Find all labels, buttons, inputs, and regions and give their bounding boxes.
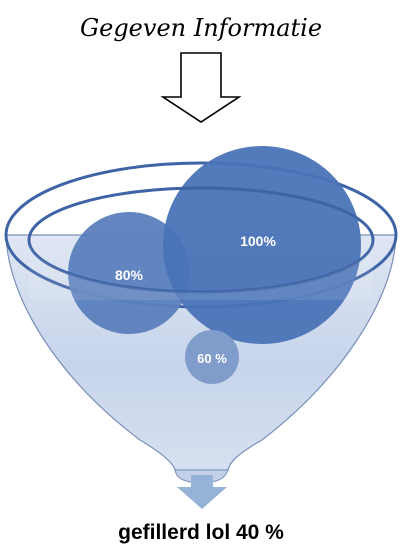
result-text: gefillerd lol 40 %: [118, 521, 284, 544]
bubble-60-label: 60 %: [197, 351, 227, 366]
bubble-80-label: 80%: [115, 267, 144, 283]
bubble-60: [185, 330, 239, 384]
funnel-rim-inner: [27, 186, 375, 294]
bubble-100: [163, 146, 361, 344]
bubble-80: [68, 212, 190, 334]
diagram-title: Gegeven Informatie: [79, 14, 323, 42]
down-arrow-icon: [160, 52, 242, 123]
funnel-front-tint: [29, 240, 373, 300]
bubble-100-label: 100%: [240, 233, 276, 249]
output-arrow-icon: [177, 475, 227, 509]
